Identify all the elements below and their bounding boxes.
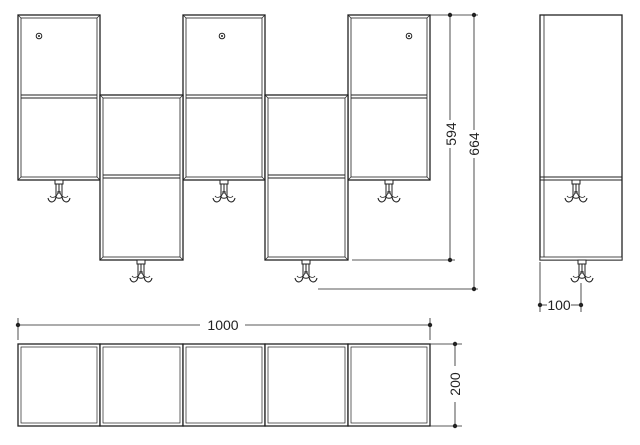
front-view: [17, 14, 431, 283]
coat-hook-icon: [212, 179, 236, 203]
dimension-width-total: 1000: [207, 317, 238, 333]
coat-hook-icon: [377, 179, 401, 203]
width-dimension: 1000: [15, 317, 433, 340]
lower-module-1: [99, 94, 184, 261]
height-dimensions: 594 664: [318, 12, 482, 292]
dimension-depth-side: 100: [547, 297, 571, 313]
upper-module-2: [182, 14, 266, 181]
top-view: [17, 343, 431, 427]
lower-module-2: [264, 94, 349, 261]
coat-hook-icon: [294, 259, 318, 283]
side-view: 100: [537, 14, 623, 313]
coat-hook-icon: [129, 259, 153, 283]
dimension-height-total: 664: [466, 132, 482, 156]
upper-module-1: [17, 14, 101, 181]
dimension-height-short: 594: [443, 122, 459, 146]
depth-dimension: 200: [430, 341, 463, 429]
coat-hook-icon: [570, 259, 594, 283]
coat-hook-icon: [47, 179, 71, 203]
dimension-depth-top: 200: [447, 372, 463, 396]
upper-module-3: [347, 14, 431, 181]
